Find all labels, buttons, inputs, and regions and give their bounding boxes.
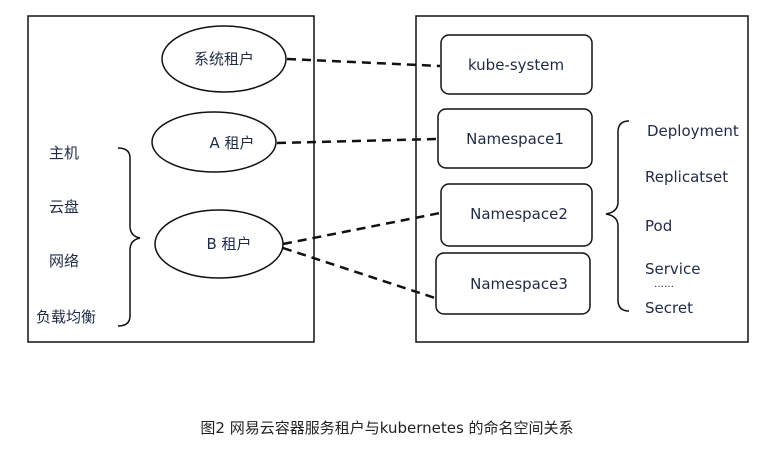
a-tenant-node	[151, 111, 277, 173]
workload-replicaset: Replicatset	[645, 168, 728, 186]
connector-system-to-kube-system	[286, 57, 441, 68]
resource-disk: 云盘	[49, 198, 79, 216]
workload-secret: Secret	[645, 299, 693, 317]
resource-network: 网络	[49, 252, 79, 270]
namespace2-box	[440, 183, 593, 247]
system-tenant-node	[161, 25, 287, 93]
a-tenant-label: A 租户	[209, 134, 254, 152]
workload-pod: Pod	[645, 217, 672, 235]
workload-deployment: Deployment	[647, 122, 739, 140]
namespace3-box	[435, 252, 591, 315]
workload-ellipsis: ……	[654, 279, 674, 290]
resource-host: 主机	[49, 144, 79, 162]
resource-brace	[117, 147, 141, 327]
b-tenant-label: B 租户	[206, 235, 251, 253]
workload-service: Service	[645, 260, 700, 278]
kube-system-label: kube-system	[468, 56, 564, 74]
connector-b-to-namespace3	[282, 246, 436, 300]
tenant-panel	[27, 15, 315, 343]
namespace3-label: Namespace3	[470, 275, 568, 293]
namespace2-label: Namespace2	[470, 205, 568, 223]
kube-system-box	[440, 34, 593, 95]
namespace1-label: Namespace1	[466, 130, 564, 148]
namespace1-box	[437, 108, 593, 169]
connector-a-to-namespace1	[276, 137, 438, 145]
connector-b-to-namespace2	[282, 211, 441, 246]
resource-load-balancer: 负载均衡	[36, 308, 96, 326]
workload-brace	[605, 120, 630, 312]
system-tenant-label: 系统租户	[194, 50, 254, 68]
figure-caption: 图2 网易云容器服务租户与kubernetes 的命名空间关系	[200, 419, 574, 437]
namespace-panel	[415, 15, 749, 343]
